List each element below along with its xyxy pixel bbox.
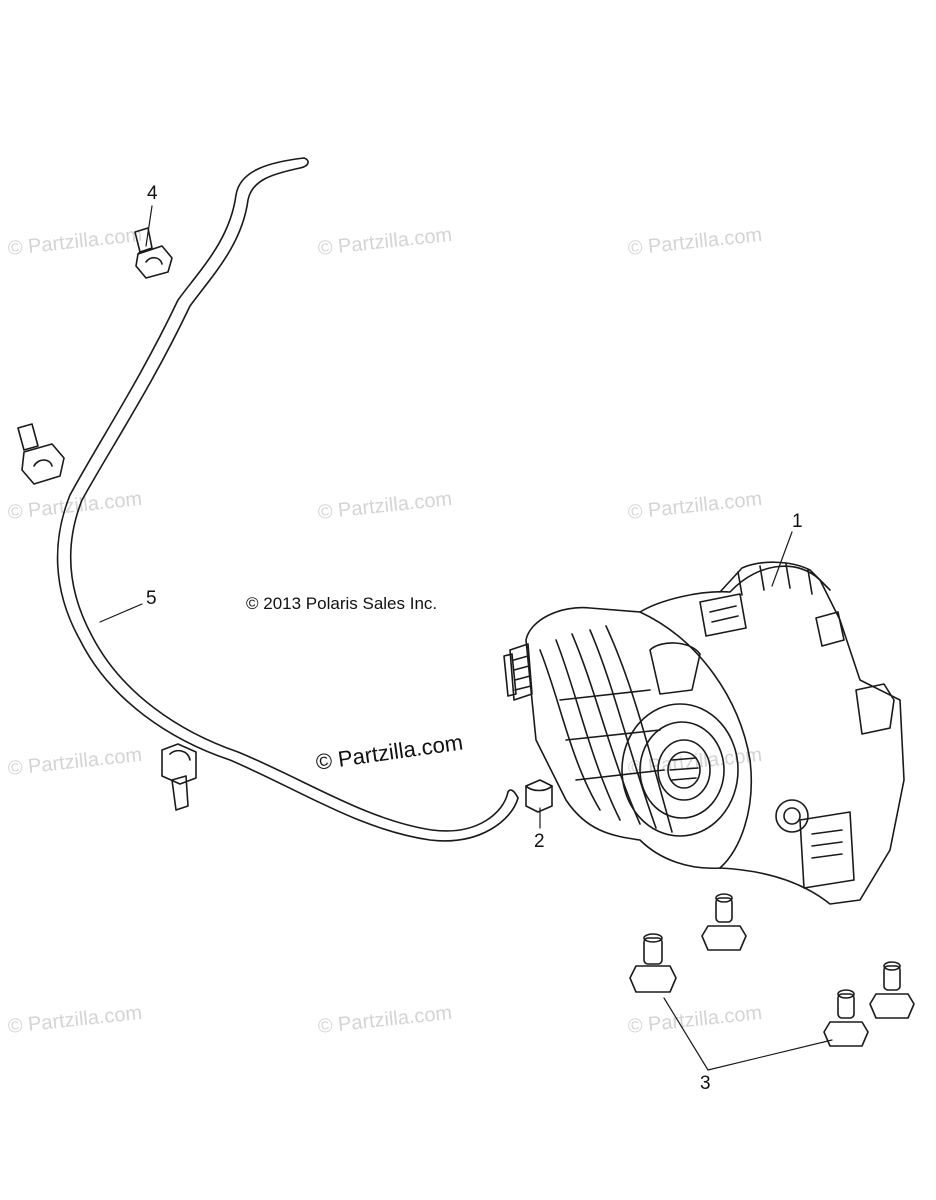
callout-3: 3 [700,1073,711,1094]
flange-bolt [629,933,677,993]
hose-fitting [525,779,553,813]
hose-clip-upper [134,227,173,279]
callout-2: 2 [534,831,545,852]
flange-bolt [823,989,869,1047]
hose-clip-middle [17,423,65,485]
hose-clip-lower [161,743,197,811]
copyright-text: © 2013 Polaris Sales Inc. [246,594,438,613]
leader-lines [99,205,833,1071]
vent-hose [56,157,519,842]
callout-4: 4 [147,183,158,204]
gearcase [503,561,905,905]
flange-bolt [701,893,747,951]
callout-5: 5 [146,588,157,609]
callout-1: 1 [792,511,803,532]
flange-bolt [869,961,915,1019]
